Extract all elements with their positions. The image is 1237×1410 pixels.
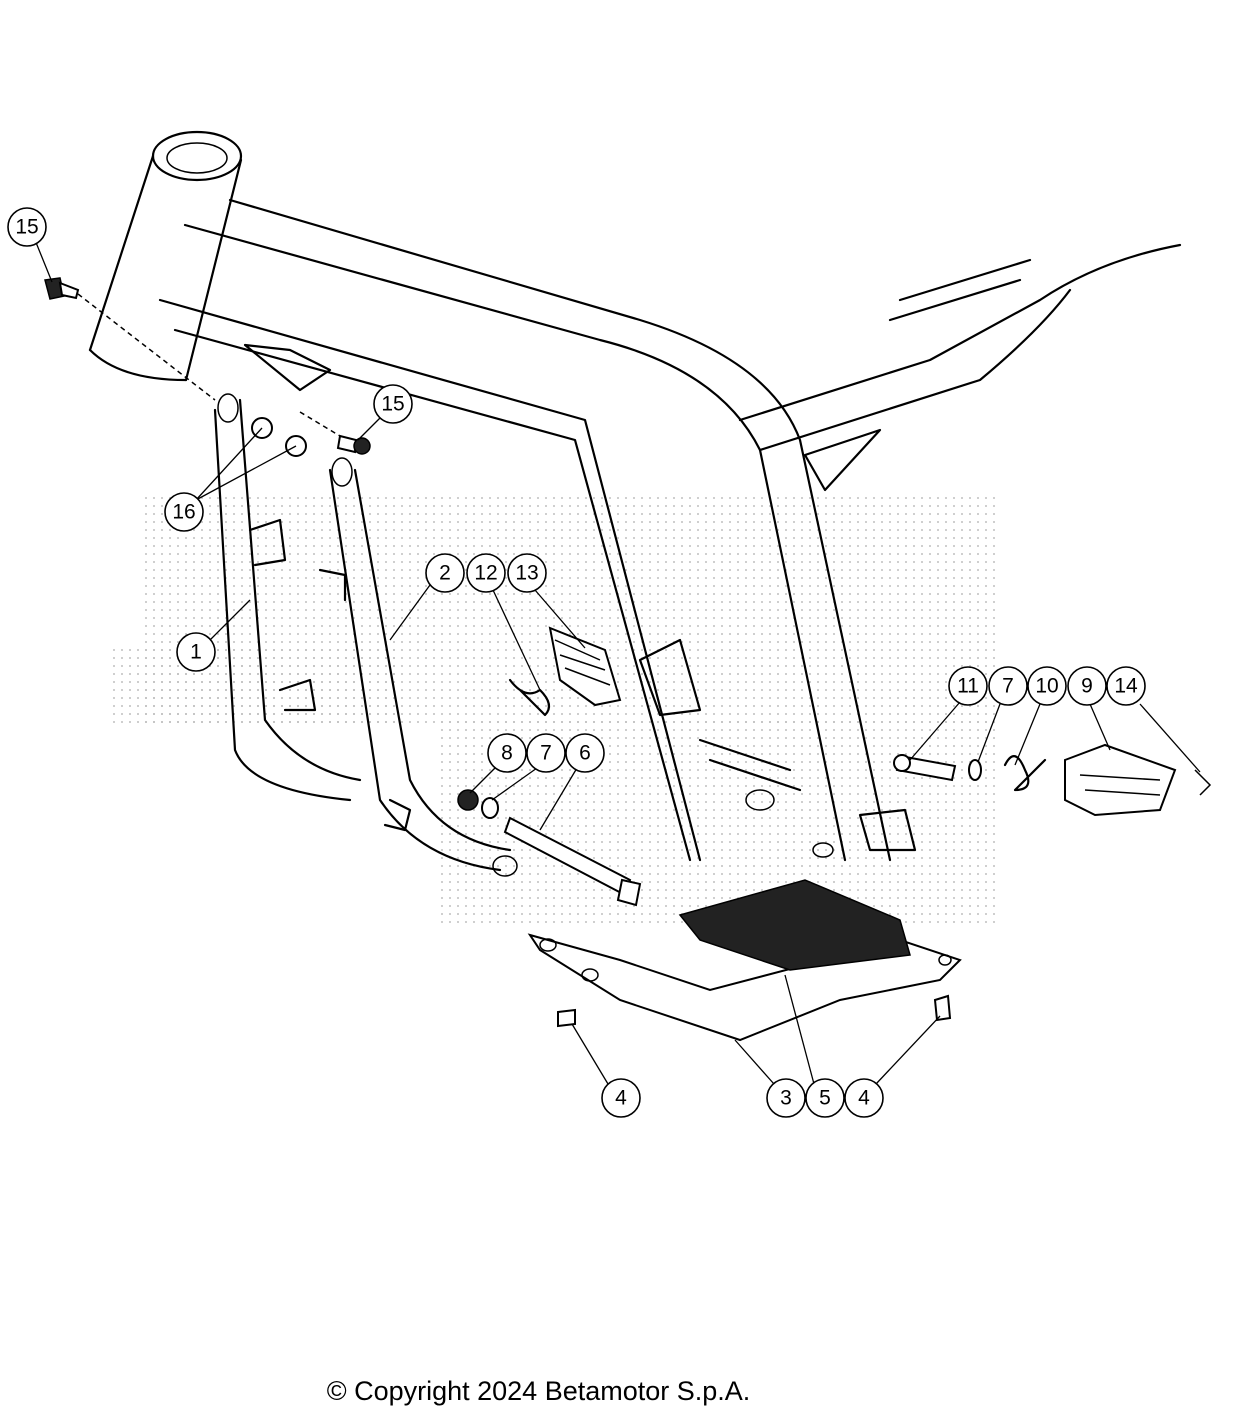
- svg-text:15: 15: [381, 393, 404, 416]
- svg-text:3: 3: [780, 1087, 792, 1110]
- callout-15-left: 15: [7, 207, 47, 247]
- callout-12: 12: [466, 553, 506, 593]
- frame-drawing: [88, 130, 1182, 877]
- callout-1: 1: [176, 632, 216, 672]
- svg-text:6: 6: [579, 742, 591, 765]
- callout-5: 5: [805, 1078, 845, 1118]
- svg-text:1: 1: [190, 641, 202, 664]
- svg-text:7: 7: [1002, 675, 1014, 698]
- copyright-text: © Copyright 2024 Betamotor S.p.A.: [326, 1376, 751, 1406]
- svg-text:16: 16: [172, 501, 195, 524]
- svg-text:9: 9: [1081, 675, 1093, 698]
- svg-text:10: 10: [1035, 675, 1058, 698]
- callout-9: 9: [1067, 666, 1107, 706]
- svg-text:12: 12: [474, 562, 497, 585]
- callout-3: 3: [766, 1078, 806, 1118]
- leader-lines: [34, 239, 1201, 1085]
- svg-text:8: 8: [501, 742, 513, 765]
- callout-14: 14: [1106, 666, 1146, 706]
- callout-11: 11: [948, 666, 988, 706]
- callout-4-left: 4: [601, 1078, 641, 1118]
- svg-text:4: 4: [615, 1087, 627, 1110]
- watermark-dots: [110, 495, 1000, 925]
- svg-text:13: 13: [515, 562, 538, 585]
- svg-text:7: 7: [540, 742, 552, 765]
- callout-10: 10: [1027, 666, 1067, 706]
- callout-7-right: 7: [988, 666, 1028, 706]
- svg-text:15: 15: [15, 216, 38, 239]
- callout-2: 2: [425, 553, 465, 593]
- svg-text:2: 2: [439, 562, 451, 585]
- svg-text:11: 11: [957, 675, 979, 698]
- callout-4-right: 4: [844, 1078, 884, 1118]
- svg-text:4: 4: [858, 1087, 870, 1110]
- callout-15-right: 15: [373, 384, 413, 424]
- svg-text:14: 14: [1114, 675, 1138, 698]
- callout-7-center: 7: [526, 733, 566, 773]
- callout-16: 16: [164, 492, 204, 532]
- svg-text:5: 5: [819, 1087, 831, 1110]
- copyright-notice: © Copyright 2024 Betamotor S.p.A.: [0, 1376, 1237, 1407]
- callout-13: 13: [507, 553, 547, 593]
- fastener-parts: [44, 277, 1212, 1042]
- callout-8: 8: [487, 733, 527, 773]
- callout-6: 6: [565, 733, 605, 773]
